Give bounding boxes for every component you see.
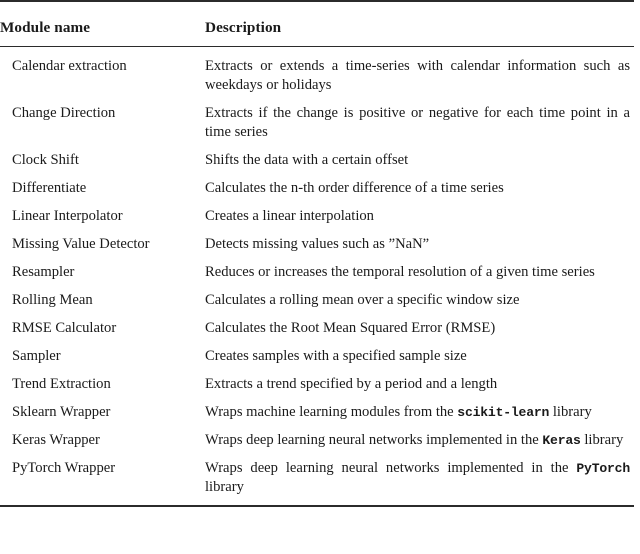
module-name-cell: PyTorch Wrapper — [12, 459, 116, 476]
description-cell: Wraps deep learning neural networks impl… — [205, 431, 634, 459]
description-text: Creates a linear interpolation — [205, 207, 374, 224]
code-literal: scikit-learn — [457, 404, 550, 420]
table-row: Missing Value Detector Detects missing va… — [0, 235, 634, 263]
code-literal: PyTorch — [576, 460, 630, 476]
table-row: Linear Interpolator Creates a linear inte… — [0, 207, 634, 235]
description-text: library — [580, 431, 624, 448]
description-cell: Extracts a trend specified by a period a… — [205, 375, 634, 403]
header-rule-right — [205, 37, 634, 47]
module-name-cell: Trend Extraction — [12, 375, 111, 392]
table-bottom-rule — [0, 505, 634, 508]
description-cell: Calculates a rolling mean over a specifi… — [205, 291, 634, 319]
module-name-cell: Rolling Mean — [12, 291, 93, 308]
description-text: Calculates the Root Mean Squared Error (… — [205, 319, 496, 336]
description-text: Detects missing values such as ”NaN” — [205, 235, 430, 252]
description-cell: Creates samples with a specified sample … — [205, 347, 634, 375]
module-name-cell: Clock Shift — [12, 151, 79, 168]
table-row: Clock Shift Shifts the data with a certai… — [0, 151, 634, 179]
module-name-cell: Keras Wrapper — [12, 431, 100, 448]
module-name-cell: Calendar extraction — [12, 58, 127, 74]
table-row: Keras Wrapper Wraps deep learning neural … — [0, 431, 634, 459]
description-text: Calculates the n-th order difference of … — [205, 179, 504, 196]
description-cell: Detects missing values such as ”NaN” — [205, 235, 634, 263]
table-body: Calendar extraction Extracts or extends a… — [0, 47, 634, 506]
description-cell: Reduces or increases the temporal resolu… — [205, 263, 634, 291]
header-rule-left — [0, 37, 205, 47]
module-description-table: Module name Description Calendar extract… — [0, 1, 634, 506]
module-name-cell: Missing Value Detector — [12, 235, 150, 252]
column-header-description: Description — [205, 19, 282, 36]
module-name-cell: Differentiate — [12, 179, 87, 196]
description-text: Wraps machine learning modules from the — [205, 403, 458, 420]
module-name-cell: Sampler — [12, 347, 61, 364]
description-cell: Wraps deep learning neural networks impl… — [205, 459, 634, 506]
description-text: library — [549, 403, 592, 420]
description-text: Reduces or increases the temporal resolu… — [205, 263, 595, 280]
table-row: Rolling Mean Calculates a rolling mean ov… — [0, 291, 634, 319]
description-text: library — [205, 478, 244, 495]
table-row: Trend Extraction Extracts a trend specifi… — [0, 375, 634, 403]
table-row: Calendar extraction Extracts or extends a… — [0, 47, 634, 104]
description-cell: Calculates the Root Mean Squared Error (… — [205, 319, 634, 347]
description-cell: Creates a linear interpolation — [205, 207, 634, 235]
module-name-cell: Sklearn Wrapper — [12, 403, 111, 420]
table-row: RMSE Calculator Calculates the Root Mean … — [0, 319, 634, 347]
module-name-cell: Resampler — [12, 263, 75, 280]
header-rule — [0, 37, 634, 47]
table-row: PyTorch Wrapper Wraps deep learning neura… — [0, 459, 634, 506]
description-cell: Calculates the n-th order difference of … — [205, 179, 634, 207]
table-row: Resampler Reduces or increases the tempor… — [0, 263, 634, 291]
description-text: Calculates a rolling mean over a specifi… — [205, 291, 520, 308]
table-row: Sklearn Wrapper Wraps machine learning mo… — [0, 403, 634, 431]
table-row: Sampler Creates samples with a specified … — [0, 347, 634, 375]
description-text: Extracts a trend specified by a period a… — [205, 375, 498, 392]
module-name-cell: Linear Interpolator — [12, 207, 123, 224]
table-container: Module name Description Calendar extract… — [0, 1, 634, 508]
column-header-module-name: Module name — [0, 19, 91, 36]
description-cell: Wraps machine learning modules from the … — [205, 403, 634, 431]
table-header-row: Module name Description — [0, 1, 634, 37]
table-row: Differentiate Calculates the n-th order d… — [0, 179, 634, 207]
description-text: Shifts the data with a certain offset — [205, 151, 409, 168]
table-row: Change Direction Extracts if the change i… — [0, 104, 634, 151]
description-cell: Extracts if the change is positive or ne… — [205, 104, 634, 151]
description-text: Wraps deep learning neural networks impl… — [205, 431, 543, 448]
description-text: Extracts if the change is positive or ne… — [205, 104, 630, 140]
description-cell: Shifts the data with a certain offset — [205, 151, 634, 179]
module-name-cell: RMSE Calculator — [12, 319, 117, 336]
description-text: Wraps deep learning neural networks impl… — [205, 459, 577, 476]
description-text: Creates samples with a specified sample … — [205, 347, 467, 364]
table-header: Module name Description — [0, 1, 634, 47]
description-text: Extracts or extends a time-series with c… — [205, 58, 630, 93]
module-name-cell: Change Direction — [12, 104, 116, 121]
code-literal: Keras — [542, 432, 581, 448]
description-cell: Extracts or extends a time-series with c… — [205, 47, 634, 104]
